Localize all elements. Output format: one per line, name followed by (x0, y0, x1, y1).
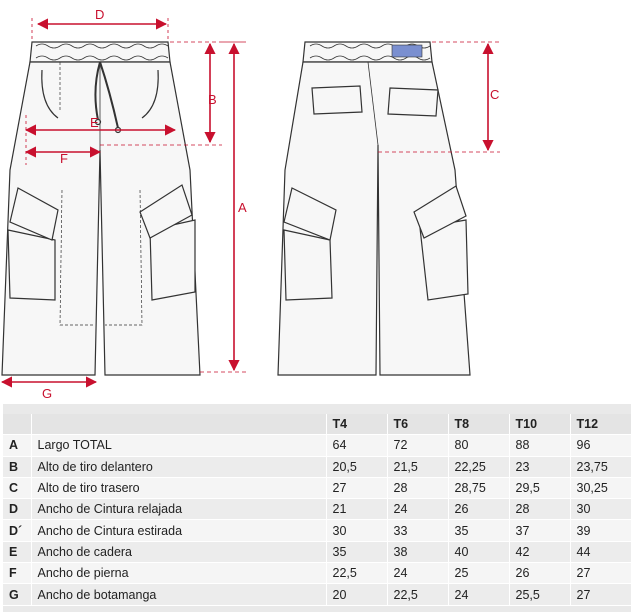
row-value: 72 (387, 434, 449, 457)
row-code: G (3, 583, 32, 606)
row-value: 30 (326, 519, 388, 542)
label-E: E (90, 115, 99, 130)
dimension-labels: D B A E F G C (42, 7, 499, 400)
header-code (3, 414, 32, 436)
row-value: 28 (387, 477, 449, 500)
row-label: Alto de tiro trasero (31, 477, 327, 500)
row-code: E (3, 541, 32, 564)
row-value: 33 (387, 519, 449, 542)
size-header: T8 (448, 414, 510, 436)
size-header-row: T4 T6 T8 T10 T12 (3, 414, 632, 436)
row-value: 21 (326, 498, 388, 521)
label-D: D (95, 7, 104, 22)
row-value: 80 (448, 434, 510, 457)
row-value: 20 (326, 583, 388, 606)
row-value: 24 (387, 562, 449, 585)
header-label (31, 414, 327, 436)
size-header: T10 (509, 414, 571, 436)
row-value: 24 (387, 498, 449, 521)
row-value: 27 (570, 583, 632, 606)
label-G: G (42, 386, 52, 400)
row-value: 42 (509, 541, 571, 564)
row-value: 64 (326, 434, 388, 457)
row-value: 27 (326, 477, 388, 500)
row-value: 40 (448, 541, 510, 564)
label-A: A (238, 200, 247, 215)
row-value: 35 (326, 541, 388, 564)
front-pants-drawing (1, 41, 201, 376)
back-pants-drawing (277, 41, 471, 376)
row-value: 88 (509, 434, 571, 457)
row-value: 29,5 (509, 477, 571, 500)
row-code: D (3, 498, 32, 521)
row-value: 22,5 (326, 562, 388, 585)
row-value: 30 (570, 498, 632, 521)
row-value: 26 (448, 498, 510, 521)
row-value: 25 (448, 562, 510, 585)
size-header: T4 (326, 414, 388, 436)
row-value: 22,5 (387, 583, 449, 606)
row-value: 35 (448, 519, 510, 542)
row-label: Ancho de pierna (31, 562, 327, 585)
row-label: Ancho de Cintura relajada (31, 498, 327, 521)
row-label: Ancho de cadera (31, 541, 327, 564)
dimension-lines (0, 18, 500, 388)
label-F: F (60, 151, 68, 166)
row-value: 24 (448, 583, 510, 606)
row-value: 30,25 (570, 477, 632, 500)
row-value: 23,75 (570, 456, 632, 478)
row-value: 27 (570, 562, 632, 585)
row-value: 28 (509, 498, 571, 521)
row-label: Alto de tiro delantero (31, 456, 327, 478)
row-label: Ancho de Cintura estirada (31, 519, 327, 542)
row-code: B (3, 456, 32, 478)
row-value: 38 (387, 541, 449, 564)
row-value: 37 (509, 519, 571, 542)
row-label: Ancho de botamanga (31, 583, 327, 606)
row-value: 25,5 (509, 583, 571, 606)
row-value: 96 (570, 434, 632, 457)
row-label: Largo TOTAL (31, 434, 327, 457)
row-code: D´ (3, 519, 32, 542)
size-diagram: D B A E F G C (0, 7, 500, 400)
row-value: 28,75 (448, 477, 510, 500)
label-C: C (490, 87, 499, 102)
size-header: T6 (387, 414, 449, 436)
row-code: F (3, 562, 32, 585)
row-value: 26 (509, 562, 571, 585)
row-value: 20,5 (326, 456, 388, 478)
row-value: 44 (570, 541, 632, 564)
row-code: A (3, 434, 32, 457)
row-value: 22,25 (448, 456, 510, 478)
size-header: T12 (570, 414, 632, 436)
row-value: 21,5 (387, 456, 449, 478)
row-value: 23 (509, 456, 571, 478)
label-B: B (208, 92, 217, 107)
row-value: 39 (570, 519, 632, 542)
row-code: C (3, 477, 32, 500)
